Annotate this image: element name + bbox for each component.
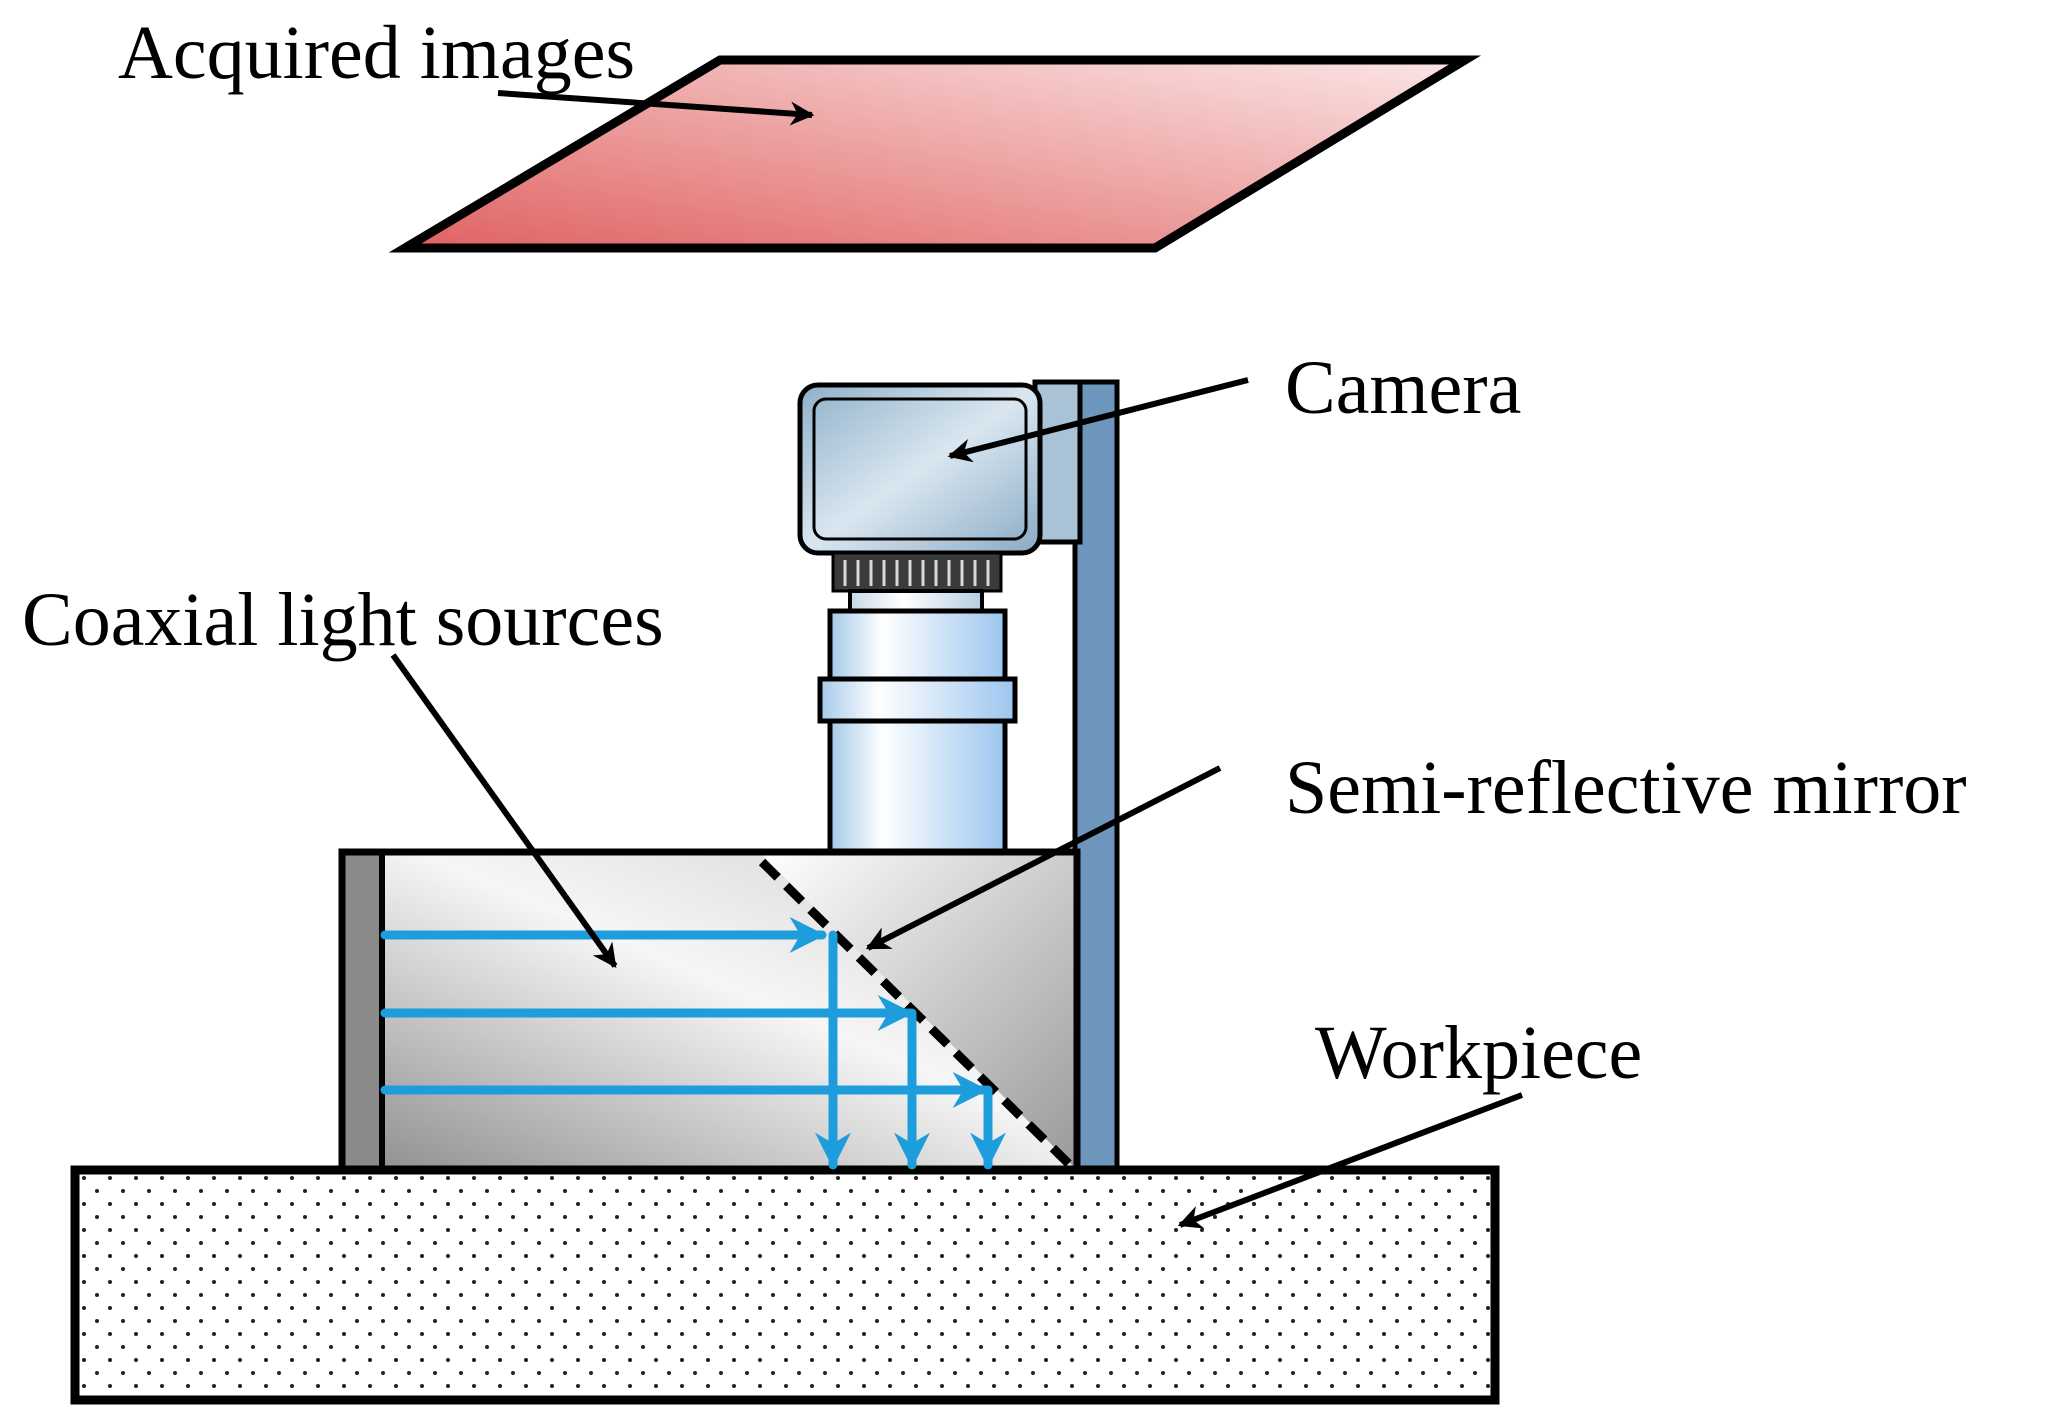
label-camera: Camera (1285, 346, 1521, 430)
label-coaxial-light-sources: Coaxial light sources (22, 578, 664, 662)
label-semi-reflective-mirror: Semi-reflective mirror (1285, 746, 1967, 830)
lens-ring (817, 676, 1018, 724)
workpiece (70, 1165, 1500, 1405)
lens-collar (848, 589, 984, 613)
lens-barrel-upper (827, 608, 1008, 682)
camera-arrow (947, 377, 1249, 463)
housing-side-plate (339, 849, 385, 1173)
support-bar (1072, 379, 1120, 1173)
leader-arrows (390, 90, 1524, 1229)
camera-body-inset (812, 397, 1028, 541)
mirror-arrow (865, 765, 1222, 951)
light-rays (380, 917, 1006, 1170)
label-acquired-images: Acquired images (118, 11, 635, 95)
workpiece-arrow (1177, 1092, 1524, 1229)
lens-threads (831, 551, 1003, 593)
camera-body (797, 382, 1043, 556)
lens-thread-ridges (843, 560, 990, 586)
lens-barrel-lower (827, 718, 1008, 854)
coaxial-light-arrow (390, 653, 618, 968)
label-workpiece: Workpiece (1315, 1011, 1642, 1095)
acquired-images-arrow (497, 90, 815, 126)
